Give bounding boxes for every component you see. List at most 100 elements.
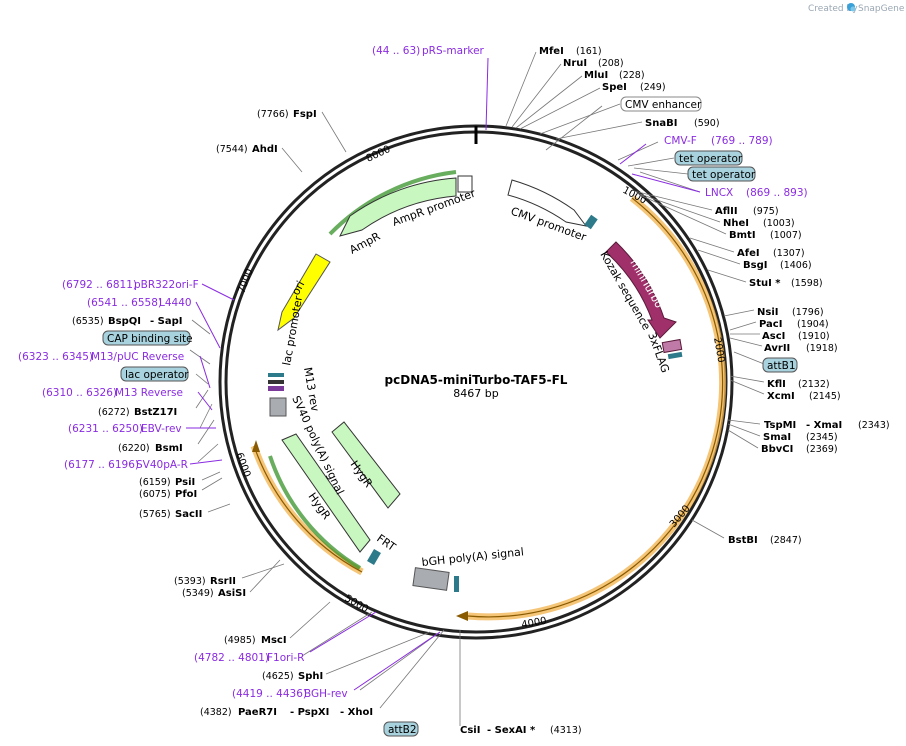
primer-pos: (6792 .. 6811)	[62, 279, 137, 291]
enzyme-pos: (1007)	[770, 230, 802, 241]
bgh-block	[412, 567, 450, 591]
tick-2000: 2000	[711, 337, 726, 364]
attb2-box	[383, 721, 419, 737]
enzyme-pos: (6535)	[72, 316, 104, 327]
enzyme-name: NheI	[723, 218, 749, 229]
plasmid-length: 8467 bp	[453, 387, 498, 400]
enzyme-pos: (1406)	[780, 260, 812, 271]
enzyme-name: - PspXI	[290, 707, 329, 718]
cmv-enhancer-label: CMV enhancer	[625, 99, 702, 111]
enzyme-name: BmtI	[729, 230, 756, 241]
flag-label: 3xFLAG	[645, 331, 672, 375]
primer-leaders	[186, 57, 701, 691]
enzyme-pos: (2369)	[806, 444, 838, 455]
enzyme-pos: (208)	[598, 58, 624, 69]
primer-pos: (6310 .. 6326)	[42, 387, 117, 399]
orf-arc-2-line	[253, 445, 363, 573]
enzyme-pos: (4985)	[224, 635, 256, 646]
primer-pos: (6231 .. 6250)	[68, 423, 143, 435]
cap-binding-label: CAP binding site	[107, 333, 193, 345]
miniturbo-feature	[605, 241, 677, 339]
primer-name: M13 Reverse	[115, 387, 183, 399]
enzyme-name: NruI	[563, 58, 587, 69]
primer-pos: (869 .. 893)	[746, 187, 808, 199]
primer-pos: (6323 .. 6345)	[18, 351, 93, 363]
enzyme-labels-left: CsiI- SexAI *(4313) (4382)PaeR7I- PspXI-…	[72, 109, 582, 736]
enzyme-pos: (2132)	[798, 379, 830, 390]
enzyme-name: SmaI	[763, 432, 791, 443]
enzyme-name: - SexAI *	[487, 725, 536, 736]
enzyme-name: AsiSI	[218, 588, 246, 599]
enzyme-pos: (1307)	[773, 248, 805, 259]
enzyme-pos: (249)	[640, 82, 666, 93]
enzyme-pos: (1003)	[763, 218, 795, 229]
primer-name: CMV-F	[664, 135, 697, 147]
orf-arc-1-head	[456, 611, 468, 621]
attb1-box	[762, 357, 798, 373]
lac-block-1	[268, 373, 284, 377]
enzyme-name: AhdI	[252, 144, 278, 155]
enzyme-name: SnaBI	[645, 118, 677, 129]
lac-operator-box	[120, 366, 189, 382]
orf-arc-amp	[328, 170, 457, 236]
tick-5000: 5000	[343, 593, 371, 615]
primer-name: BGH-rev	[304, 688, 348, 700]
enzyme-name: BstBI	[728, 535, 758, 546]
enzyme-name: BspQI	[108, 316, 141, 327]
primer-name: L4440	[159, 297, 192, 309]
primer-pos: (4782 .. 4801)	[194, 652, 269, 664]
enzyme-name: - XmaI	[806, 420, 842, 431]
primer-name: SV40pA-R	[136, 459, 188, 471]
enzyme-name: PfoI	[175, 489, 197, 500]
enzyme-name: CsiI	[460, 725, 480, 736]
enzyme-labels: MfeI(161) NruI(208) MluI(228) SpeI(249) …	[539, 46, 890, 546]
primer-name: LNCX	[705, 187, 733, 199]
primer-pos: (6177 .. 6196)	[64, 459, 139, 471]
enzyme-name: - SapI	[150, 316, 182, 327]
attb1-block	[667, 351, 683, 360]
enzyme-name: NsiI	[757, 307, 778, 318]
lac-block-3	[268, 386, 284, 391]
tet-operator-block	[584, 214, 598, 230]
enzyme-pos: (4625)	[262, 671, 294, 682]
primer-name: EBV-rev	[141, 423, 182, 435]
ampr-feature	[339, 177, 457, 237]
enzyme-name: PacI	[759, 319, 782, 330]
orf-arc-1-line	[467, 197, 724, 618]
boxed-labels: CMV enhancer tet operator tet operator a…	[102, 96, 798, 737]
cmv-promoter-feature	[507, 179, 588, 227]
enzyme-pos: (228)	[619, 70, 645, 81]
frt-label: FRT	[374, 532, 398, 554]
enzyme-pos: (7544)	[216, 144, 248, 155]
enzyme-pos: (6272)	[98, 407, 130, 418]
tet-operator-label-1: tet operator	[679, 153, 743, 165]
primer-pos: (769 .. 789)	[711, 135, 773, 147]
frt-block	[367, 548, 381, 566]
enzyme-pos: (1904)	[797, 319, 829, 330]
enzyme-name: MfeI	[539, 46, 564, 57]
primer-pos: (4419 .. 4436)	[232, 688, 307, 700]
attb1-label: attB1	[767, 360, 796, 372]
lac-block-2	[268, 380, 284, 384]
enzyme-name: AfeI	[737, 248, 760, 259]
credit-label: Created by	[808, 4, 858, 14]
enzyme-pos: (2345)	[806, 432, 838, 443]
enzyme-name: SacII	[175, 509, 202, 520]
enzyme-name: BsmI	[155, 443, 183, 454]
enzyme-name: - XhoI	[340, 707, 373, 718]
enzyme-name: MluI	[584, 70, 608, 81]
ori-label: ori	[289, 279, 307, 298]
attb2-block	[454, 576, 459, 592]
enzyme-pos: (7766)	[257, 109, 289, 120]
ampr-promoter-block	[457, 175, 473, 193]
hygr-feature-1	[331, 421, 401, 509]
enzyme-pos: (2343)	[858, 420, 890, 431]
enzyme-name: PaeR7I	[238, 707, 277, 718]
enzyme-pos: (161)	[576, 46, 602, 57]
enzyme-pos: (590)	[694, 118, 720, 129]
hygr-feature-2	[281, 433, 371, 553]
sv40-block	[269, 397, 287, 417]
enzyme-name: AflII	[715, 206, 738, 217]
enzyme-name: SpeI	[602, 82, 627, 93]
enzyme-name: AvrII	[764, 343, 790, 354]
